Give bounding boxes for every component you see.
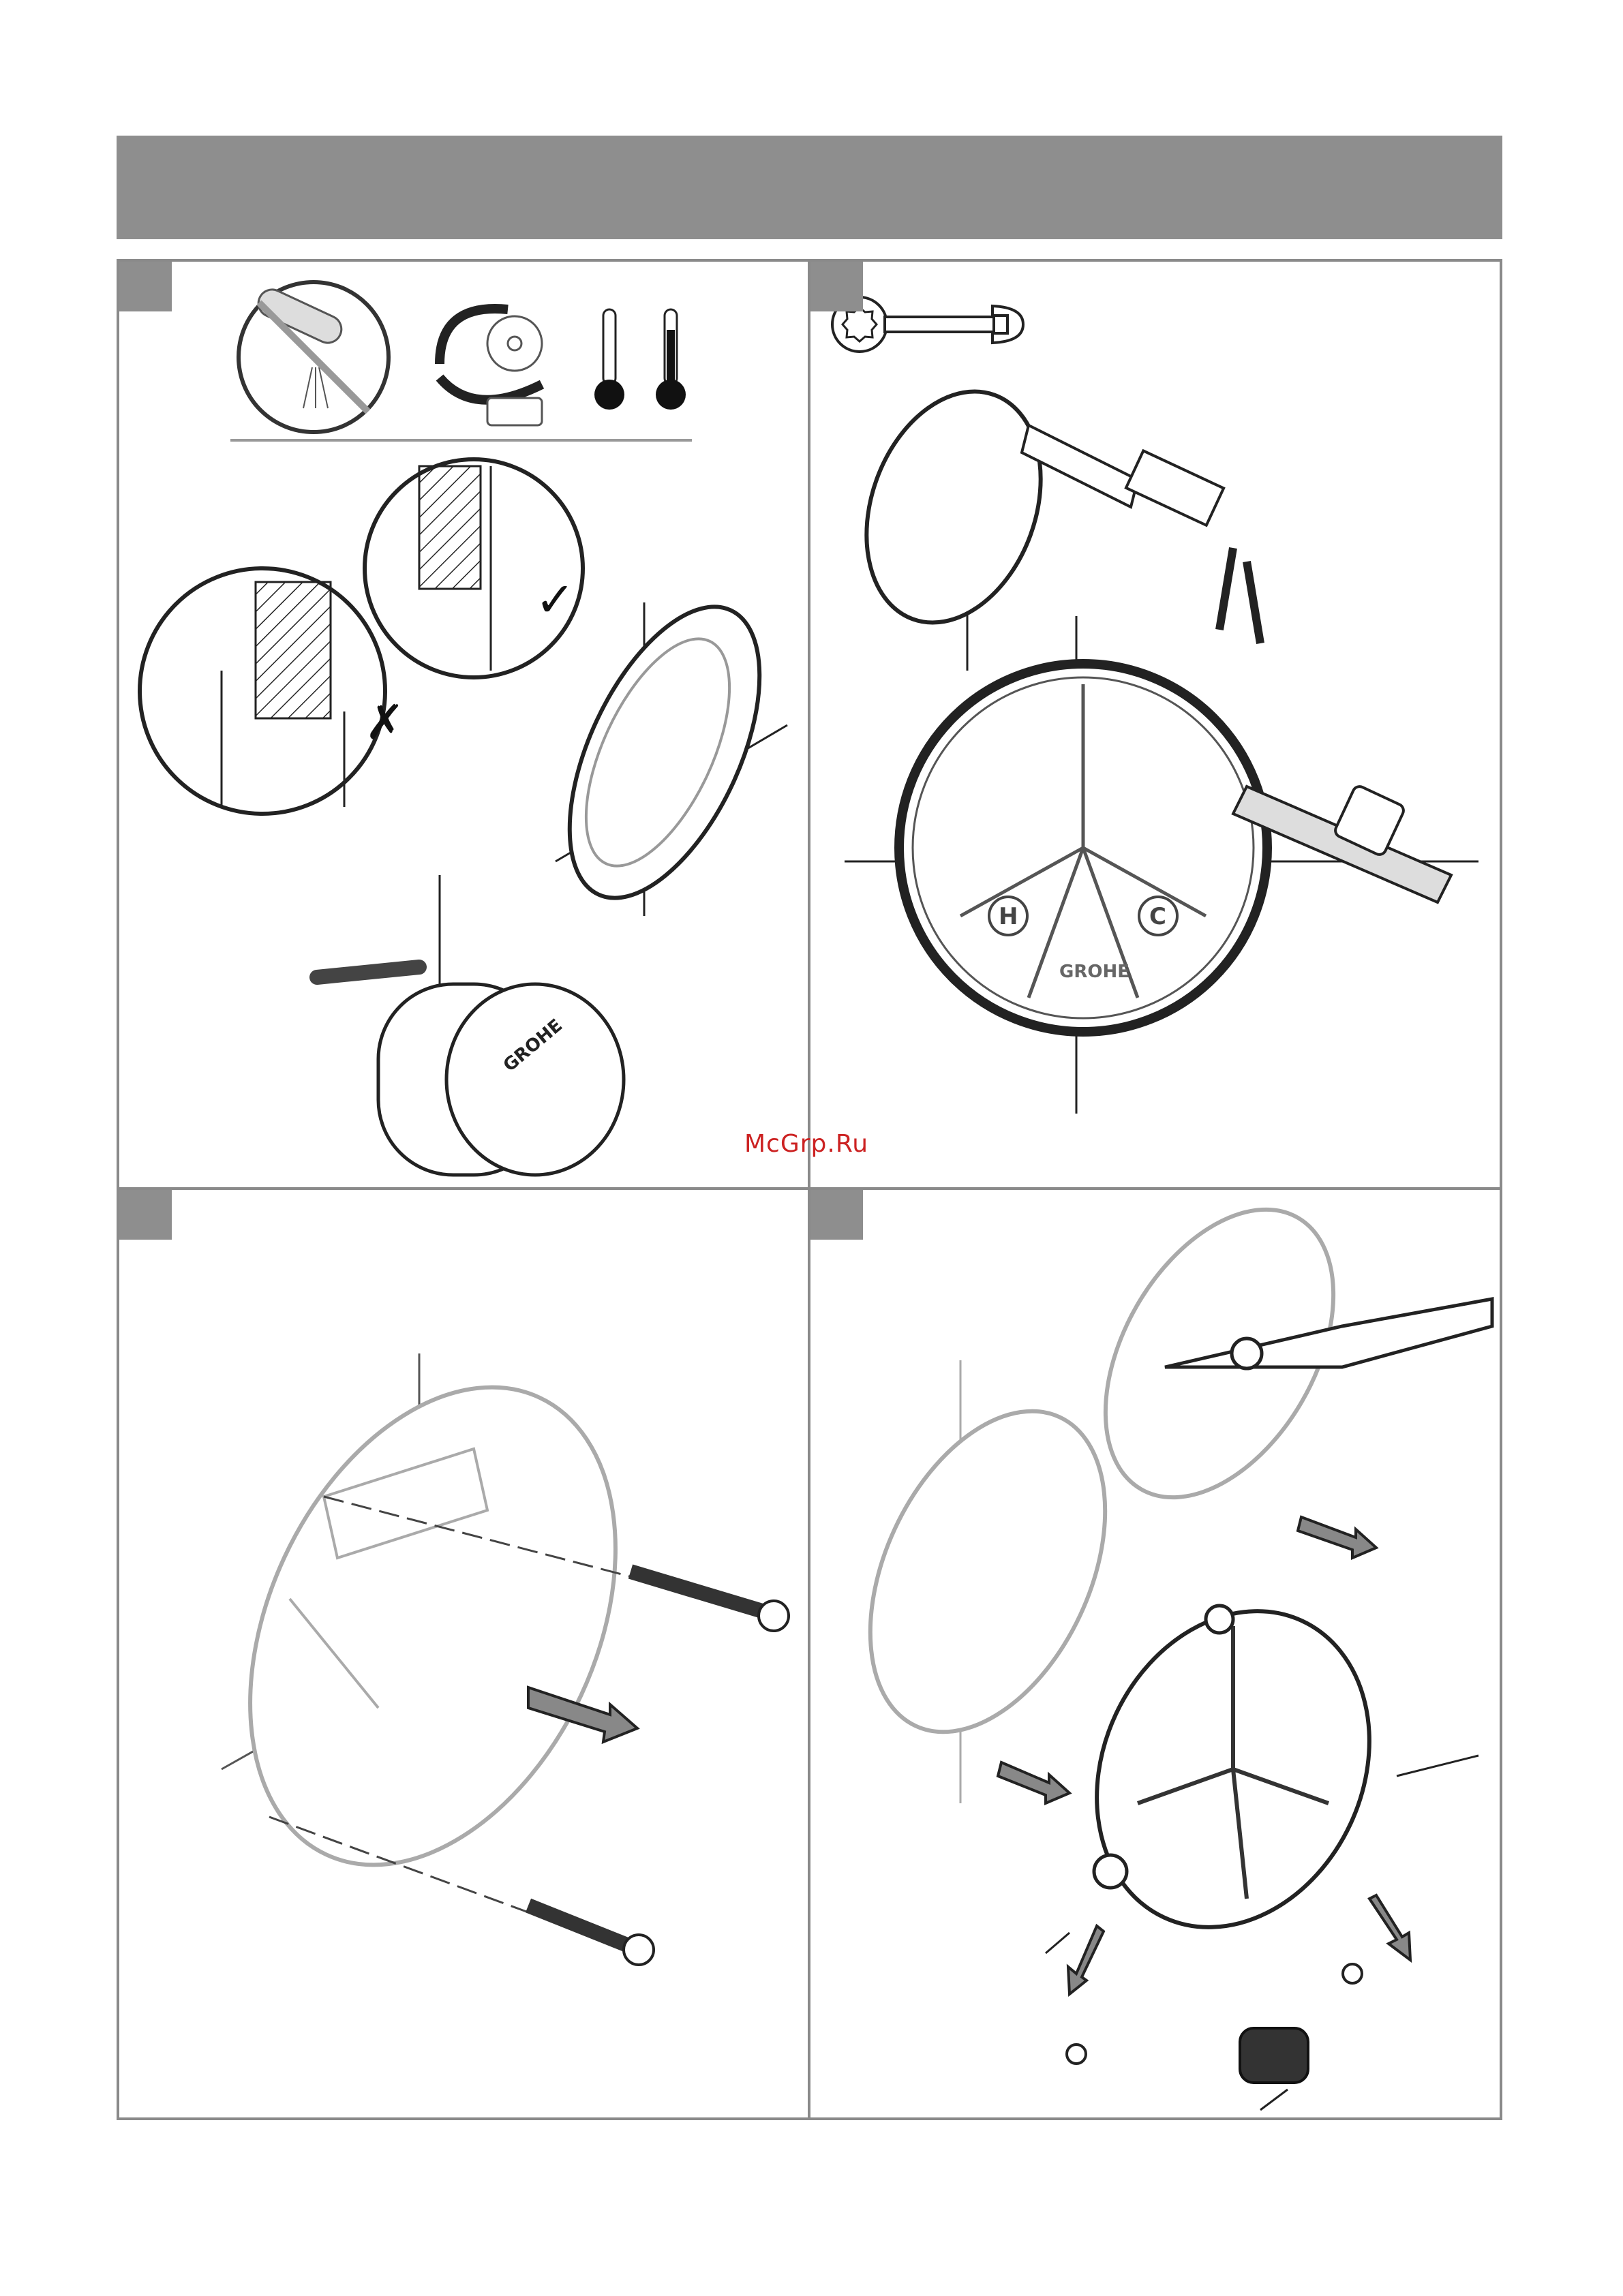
step-3-illustration — [119, 1190, 808, 2115]
step-2-illustration: H C GROHE — [810, 262, 1497, 1187]
mounting-body — [1046, 1566, 1419, 1972]
silicone-detail — [836, 367, 1260, 671]
brand-label: GROHE — [1059, 962, 1129, 982]
hot-label: H — [999, 903, 1018, 930]
wall-plate-seal — [530, 579, 799, 926]
rotation-icon — [440, 309, 542, 425]
cross-mark: ✗ — [365, 694, 405, 750]
step-4-illustration — [810, 1190, 1497, 2115]
wall-plate-faded — [823, 1360, 1152, 1803]
wall-plate-faded — [178, 1328, 688, 1924]
header-bar — [117, 136, 1502, 239]
plug-part — [1067, 1964, 1362, 2083]
pliers-detail — [1059, 1190, 1492, 1537]
incorrect-detail-circle: ✗ — [140, 568, 405, 814]
leader-line — [1046, 1933, 1070, 1953]
cold-label: C — [1149, 903, 1166, 930]
correct-detail-circle: ✓ — [365, 459, 583, 677]
panel-step-4 — [810, 1190, 1500, 2117]
check-mark: ✓ — [535, 572, 575, 628]
step-1-illustration: ✓ ✗ — [119, 262, 808, 1187]
thermometer-cold-icon — [594, 309, 624, 410]
panel-step-1: ✓ ✗ — [119, 262, 810, 1190]
leader-line — [1397, 1756, 1478, 1776]
no-spray-icon — [239, 282, 389, 432]
leader-line — [1260, 2090, 1288, 2110]
instruction-grid: ✓ ✗ — [117, 259, 1502, 2120]
watermark-text: McGrp.Ru — [744, 1130, 894, 1164]
panel-step-3 — [119, 1190, 810, 2117]
thermostat-cartridge: GROHE — [317, 875, 624, 1175]
panel-step-2: H C GROHE — [810, 262, 1500, 1190]
thermometer-hot-icon — [656, 309, 686, 410]
